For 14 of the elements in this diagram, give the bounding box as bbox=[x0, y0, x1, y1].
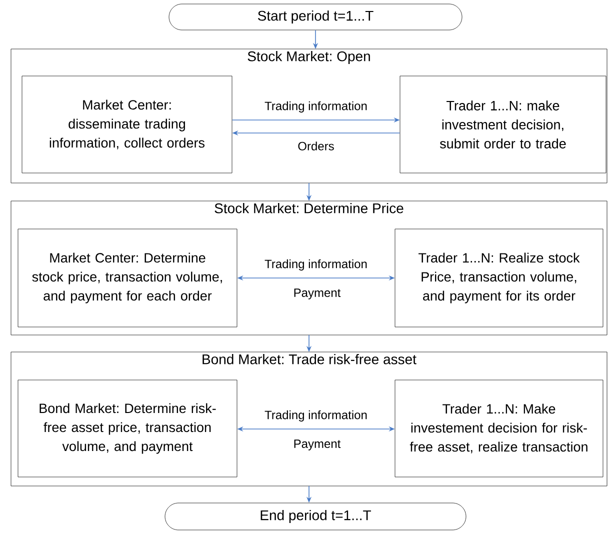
edge-label: Trading information bbox=[264, 258, 368, 272]
edge-label: Trading information bbox=[264, 100, 368, 114]
terminal-box: End period t=1...T bbox=[164, 502, 466, 530]
edge-label: Orders bbox=[296, 140, 336, 152]
process-box: Trader 1...N: Realize stock Price, transaction volume, and payment for its order bbox=[394, 228, 604, 328]
process-box: Trader 1...N: Make investement decision for risk-free asset, realize transaction bbox=[394, 380, 604, 478]
terminal-box: Start period t=1...T bbox=[168, 4, 462, 30]
process-box: Trader 1...N: make investment decision, submit order to trade bbox=[400, 76, 606, 174]
process-box: Market Center: disseminate trading information, collect orders bbox=[22, 76, 232, 174]
line-label: Payment bbox=[292, 438, 342, 452]
process-box: Bond Market: Determine risk-free asset price, transaction volume, and payment bbox=[18, 380, 238, 478]
line-label: Payment bbox=[292, 288, 342, 300]
edge-label: Trading information bbox=[264, 409, 368, 423]
process-box: Market Center: Determine stock price, transaction volume, and payment for each order bbox=[18, 228, 238, 328]
